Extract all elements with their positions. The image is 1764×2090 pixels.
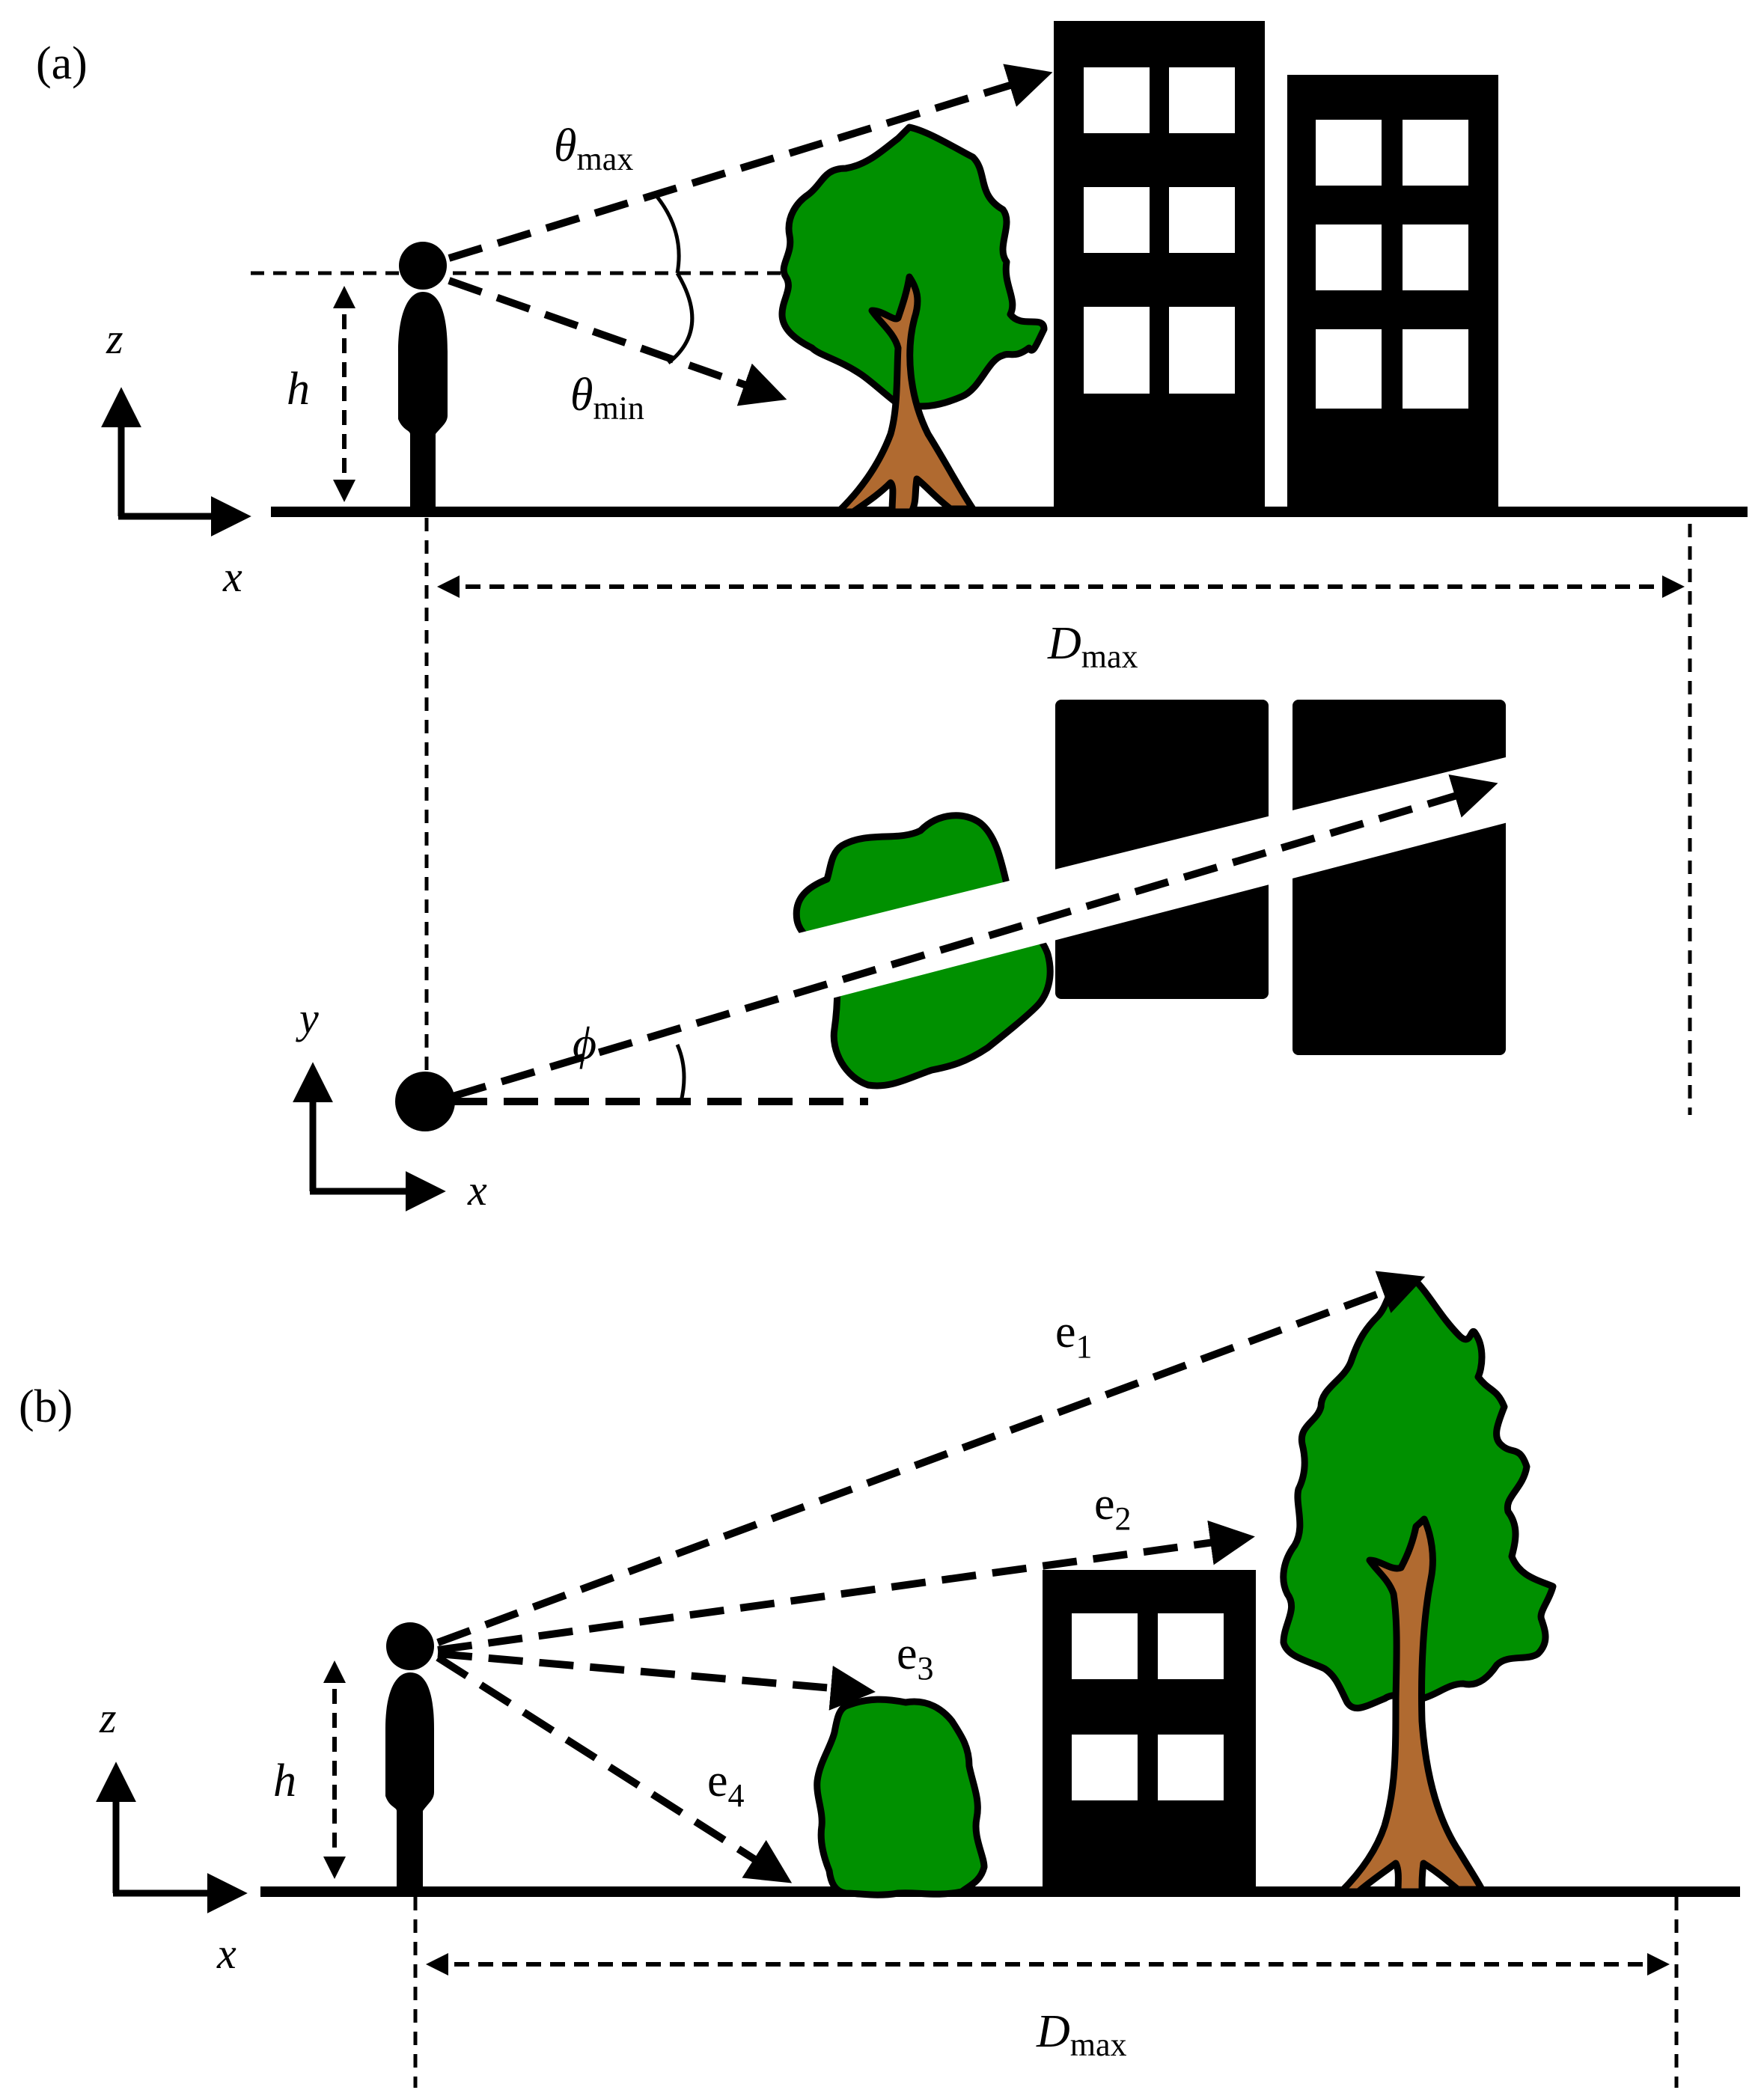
- panel-a-top-view: ϕ y x: [293, 700, 1519, 1214]
- phi-angle-arc: [675, 1043, 686, 1102]
- observer-person-icon: [398, 242, 448, 507]
- ray-theta-min: [448, 277, 787, 406]
- panel-a-label: (a): [36, 38, 88, 89]
- ray-e1: [436, 1271, 1426, 1646]
- building-2: [1287, 75, 1498, 512]
- ray-theta-max: [448, 64, 1053, 262]
- tall-tree-foliage: [1280, 1276, 1557, 1712]
- panel-b-label: (b): [19, 1381, 73, 1432]
- height-label-b: h: [273, 1756, 296, 1806]
- panel-a-side-view: h θmax θmin z x Dmax (a): [36, 21, 1748, 1115]
- building-b: [1043, 1570, 1256, 1892]
- observer-top-icon: [395, 1072, 455, 1131]
- axis-y-label: y: [296, 994, 319, 1042]
- axis-x-label: x: [222, 552, 242, 601]
- height-label: h: [287, 364, 310, 415]
- e1-label: e1: [1055, 1307, 1093, 1365]
- axis-z-label-b: z: [99, 1693, 117, 1742]
- tall-tree-trunk: [1337, 1515, 1486, 1895]
- tree-icon: [778, 123, 1048, 516]
- axis-z-label: z: [106, 314, 123, 363]
- e2-label: e2: [1094, 1479, 1132, 1537]
- theta-min-angle-arc: [667, 272, 695, 364]
- axes-zx-a: [101, 387, 251, 537]
- ray-phi: [451, 774, 1498, 1100]
- axis-x-label-b: x: [216, 1929, 236, 1978]
- observer-person-b-icon: [385, 1622, 434, 1887]
- ray-e3: [437, 1650, 876, 1711]
- ray-e2: [437, 1520, 1255, 1654]
- theta-min-label: θmin: [570, 370, 644, 427]
- phi-label: ϕ: [573, 1018, 596, 1069]
- e3-label: e3: [897, 1628, 934, 1687]
- dmax-label: Dmax: [1047, 618, 1138, 675]
- ray-e4: [436, 1654, 793, 1883]
- panel-b: (b) h e1 e2 e3: [19, 1271, 1740, 2088]
- dmax-label-b: Dmax: [1036, 2006, 1127, 2063]
- bush-icon: [814, 1696, 988, 1898]
- building-1: [1054, 21, 1265, 512]
- e4-label: e4: [707, 1756, 745, 1814]
- axes-zx-b: [96, 1761, 248, 1913]
- building-top-2: [1293, 700, 1506, 1055]
- axes-yx-a: [293, 1062, 446, 1211]
- tree-foliage: [778, 123, 1048, 410]
- theta-max-label: θmax: [554, 120, 633, 177]
- theta-max-angle-arc: [656, 195, 681, 274]
- tree-trunk: [834, 273, 977, 516]
- axis-x-top-label: x: [467, 1166, 487, 1214]
- tall-tree-icon: [1280, 1276, 1557, 1895]
